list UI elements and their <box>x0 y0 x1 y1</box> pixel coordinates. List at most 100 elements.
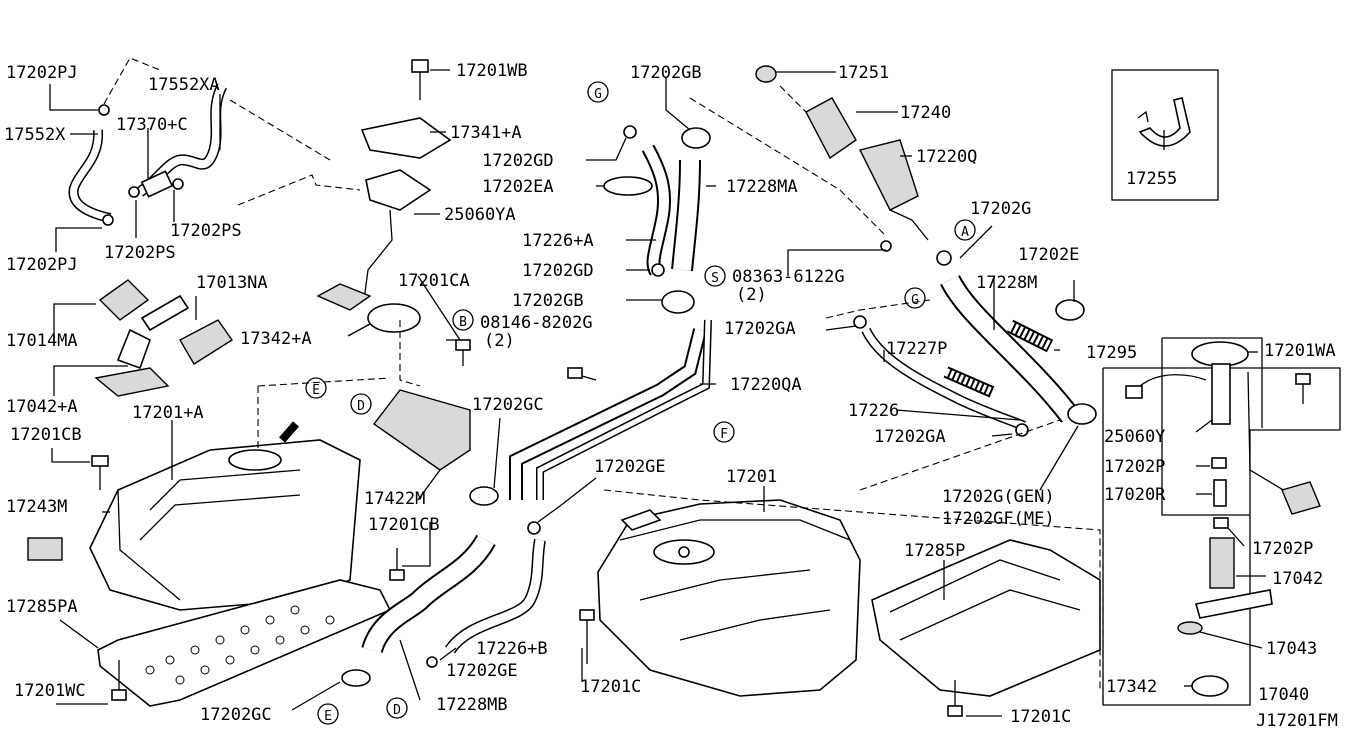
label-17285pa: 17285PA <box>6 597 78 617</box>
label-17201wb: 17201WB <box>456 61 528 81</box>
label-08363-6122g: 08363-6122G <box>732 267 845 287</box>
label-17202gb-2: 17202GB <box>512 291 584 311</box>
pad-17243m <box>27 537 63 561</box>
label-17202g-gen: 17202G(GEN) <box>942 487 1055 507</box>
hose-17228ma-inner <box>673 159 699 271</box>
label-17202ge: 17202GE <box>594 457 666 477</box>
label-17013na: 17013NA <box>196 273 268 293</box>
bolt-17201cb-2 <box>389 548 405 581</box>
plate-rib <box>889 559 1061 613</box>
label-17251: 17251 <box>838 63 889 83</box>
circle-letter-b: B <box>459 315 467 330</box>
ring-17342a <box>367 303 421 333</box>
hose-17552xa <box>136 83 228 197</box>
seal-17202p-2 <box>1213 517 1229 529</box>
label-17202p: 17202P <box>1104 457 1165 477</box>
screw-08363 <box>880 240 892 252</box>
neck-lower <box>889 209 929 241</box>
label-17014ma: 17014MA <box>6 331 78 351</box>
label-17228m: 17228M <box>976 273 1037 293</box>
label-17042a: 17042+A <box>6 397 78 417</box>
ring-17342 <box>1191 675 1229 697</box>
circle-letter-g: G <box>594 87 602 102</box>
clamp-17202g <box>936 250 952 266</box>
hose-17228mb-inner <box>363 535 494 654</box>
label-17202ge-2: 17202GE <box>446 661 518 681</box>
label-17020r: 17020R <box>1104 485 1166 505</box>
cap-17251 <box>755 65 777 83</box>
circle-letters <box>305 81 976 725</box>
label-17342a: 17342+A <box>240 329 312 349</box>
plate-holes <box>145 605 335 685</box>
label-17202ps-2: 17202PS <box>104 243 176 263</box>
tank-17201 <box>597 499 861 697</box>
label-08146-qty: (2) <box>484 331 515 351</box>
label-j17201fm: J17201FM <box>1256 711 1338 731</box>
sender-17013na <box>179 319 233 365</box>
hose-17552x-inner <box>70 129 111 222</box>
dashed-ref <box>103 57 161 105</box>
label-17202pj-2: 17202PJ <box>6 255 78 275</box>
clamp-17202pj <box>98 104 110 116</box>
label-17202gb: 17202GB <box>630 63 702 83</box>
dashed-ref-7 <box>689 97 887 237</box>
label-17228ma: 17228MA <box>726 177 798 197</box>
clamp-17202ge-2 <box>527 521 541 535</box>
bracket-17042a <box>94 367 170 397</box>
label-17220qa: 17220QA <box>730 375 802 395</box>
label-17042: 17042 <box>1272 569 1323 589</box>
pump-17042 <box>1209 537 1235 589</box>
label-17201cb: 17201CB <box>10 425 82 445</box>
clamp-17202e <box>1055 299 1085 321</box>
pump-float <box>1281 481 1321 515</box>
label-17202g: 17202G <box>970 199 1031 219</box>
clamp-17202ps-2 <box>172 178 184 190</box>
sender-25060ya <box>365 169 432 211</box>
clamp-17202ga-2 <box>1015 423 1029 437</box>
clamp-17202gb-2 <box>661 290 695 314</box>
inset-box-17255 <box>1111 69 1219 201</box>
circle-letter-g-2: G <box>911 293 919 308</box>
inset-box-17040 <box>1102 367 1341 706</box>
circle-letter-e-2: E <box>324 709 332 724</box>
clamp-17202ps <box>128 186 140 198</box>
label-17202p-2: 17202P <box>1252 539 1313 559</box>
tank-edge <box>117 489 181 601</box>
circle-letter-e: E <box>312 383 320 398</box>
bolt-17201c-2 <box>947 680 963 717</box>
label-17202gc-2: 17202GC <box>472 395 544 415</box>
label-17202pj: 17202PJ <box>6 63 78 83</box>
label-08146-8202g: 08146-8202G <box>480 313 593 333</box>
label-17285p: 17285P <box>904 541 965 561</box>
label-17201: 17201 <box>726 467 777 487</box>
circle-letter-a: A <box>961 225 969 240</box>
circle-letter-s: S <box>711 271 719 286</box>
label-17043: 17043 <box>1266 639 1317 659</box>
label-17226: 17226 <box>848 401 899 421</box>
label-17202gf-me: 17202GF(ME) <box>942 509 1055 529</box>
filter-17043 <box>1194 589 1273 619</box>
tank-17201a <box>89 439 361 611</box>
sender-float <box>316 283 372 311</box>
bolt-17201wa <box>1295 373 1311 404</box>
pump-body <box>140 294 190 332</box>
bracket-17422m <box>372 389 471 471</box>
label-17201a: 17201+A <box>132 403 204 423</box>
label-17552xa: 17552XA <box>148 75 220 95</box>
label-17202ps: 17202PS <box>170 221 242 241</box>
clamp-17202gd-2 <box>651 263 665 277</box>
housing-17240 <box>805 97 857 160</box>
strainer <box>1177 621 1203 635</box>
clamp-17202pj-2 <box>102 214 114 226</box>
tank-rib <box>149 469 301 511</box>
spring-17227p-pattern <box>944 368 994 396</box>
seal-17202p <box>1211 457 1227 469</box>
tank-port-center <box>678 546 690 558</box>
label-17341a: 17341+A <box>450 123 522 143</box>
tank-neck <box>278 421 300 443</box>
bolt-08146 <box>567 367 597 381</box>
pump-tube <box>1211 363 1231 425</box>
label-17201wc: 17201WC <box>14 681 86 701</box>
label-17202gc: 17202GC <box>200 705 272 725</box>
